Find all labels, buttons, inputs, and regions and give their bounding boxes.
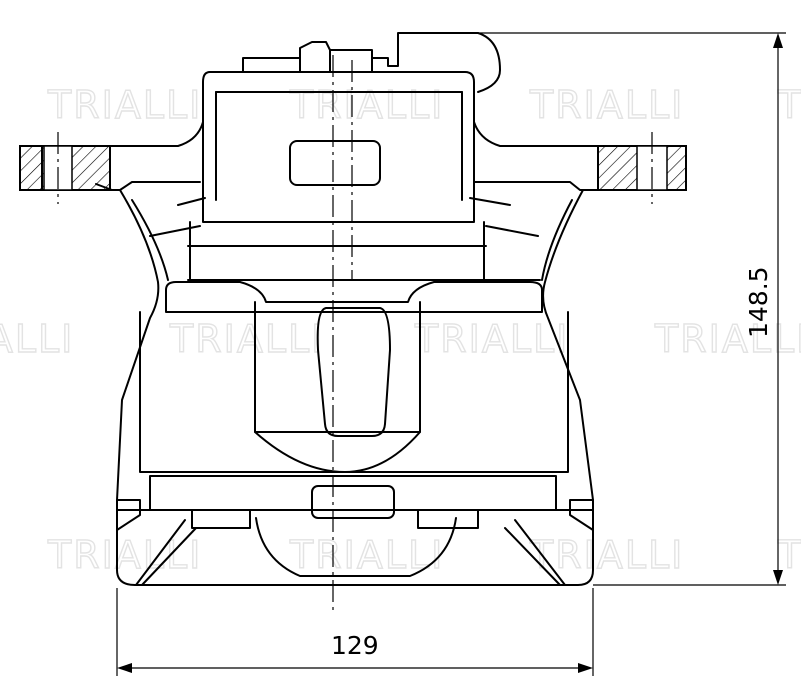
height-label: 148.5 <box>744 266 773 338</box>
watermark-logo: TRIALLI <box>289 83 444 127</box>
watermark-logo: TRIALLI <box>289 533 444 577</box>
watermark-logo: TRIALLI <box>47 533 202 577</box>
width-dimension: 129 <box>116 588 594 676</box>
width-label: 129 <box>331 631 379 660</box>
watermark-logo: TRIALLI <box>529 533 684 577</box>
right-mounting-ear <box>473 145 687 191</box>
centerlines <box>57 55 653 612</box>
top-slot <box>289 140 381 186</box>
watermark-logo: TRIALLI <box>47 83 202 127</box>
watermark-logo: TRIALLI <box>169 317 324 361</box>
watermark-logo: TRIALLI <box>414 317 569 361</box>
lower-slot <box>311 485 395 519</box>
watermark-logo: TRIALLI <box>654 317 801 361</box>
height-dimension: 148.5 <box>478 32 786 586</box>
watermark-logo: TRIALLI <box>777 83 801 127</box>
upper-housing <box>41 71 613 223</box>
watermark-logo: TRIALLI <box>0 317 74 361</box>
piston-section <box>139 281 569 473</box>
watermark-layer: TRIALLI TRIALLI TRIALLI TRIALLI TRIALLI … <box>0 82 801 577</box>
watermark-logo: TRIALLI <box>529 83 684 127</box>
left-mounting-ear <box>19 145 201 191</box>
piston-window <box>316 307 391 437</box>
lower-pad <box>149 475 557 511</box>
lower-base <box>116 475 594 586</box>
caliper-body <box>116 189 594 586</box>
top-fitting <box>242 32 501 93</box>
